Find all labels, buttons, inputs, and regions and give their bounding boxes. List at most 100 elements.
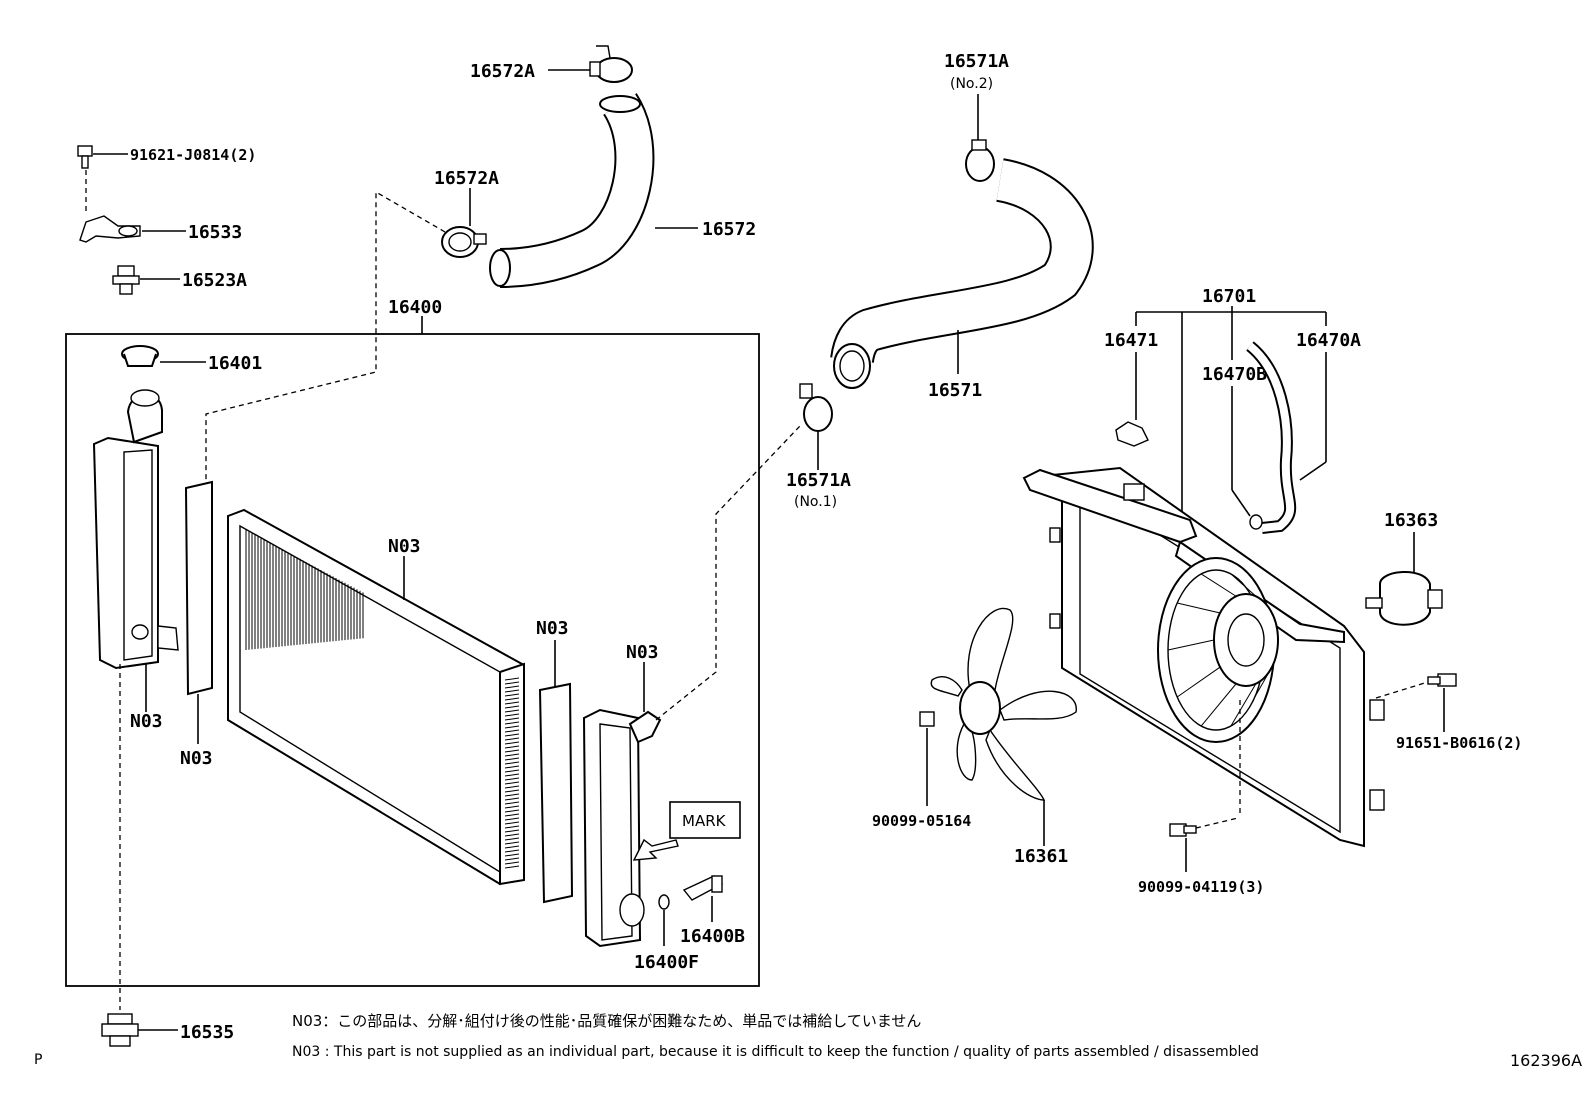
figure-id: 162396A <box>1510 1051 1582 1070</box>
label-hose-a[interactable]: 16470A <box>1296 330 1361 351</box>
label-upper-hose[interactable]: 16572 <box>702 219 756 240</box>
side-fin-line <box>504 717 520 721</box>
label-drain-oring[interactable]: 16400F <box>634 952 699 973</box>
label-mark: MARK <box>682 812 727 830</box>
label-bolt-right[interactable]: 91651-B0616(2) <box>1396 734 1522 752</box>
side-fin-line <box>504 817 520 821</box>
bolt-right[interactable] <box>1427 673 1457 687</box>
side-fin-line <box>504 689 520 693</box>
side-fin-line <box>504 821 520 825</box>
side-fin-line <box>504 793 520 797</box>
right-tank[interactable] <box>582 708 662 948</box>
label-tank-left[interactable]: N03 <box>130 711 163 732</box>
label-radiator-cap[interactable]: 16401 <box>208 353 262 374</box>
label-hose-clip[interactable]: 16471 <box>1104 330 1158 351</box>
nut-left[interactable] <box>919 711 935 727</box>
side-fin-line <box>504 785 520 789</box>
side-fin-line <box>504 737 520 741</box>
label-clamp-no1[interactable]: 16571A <box>786 470 851 491</box>
side-fin-line <box>504 705 520 709</box>
shroud-rib-line <box>1177 602 1221 614</box>
label-radiator-assy[interactable]: 16400 <box>388 297 442 318</box>
bracket-16533[interactable] <box>79 215 141 243</box>
right-seal[interactable] <box>538 682 574 904</box>
side-fin-line <box>504 797 520 801</box>
cushion-16523a[interactable] <box>112 265 140 295</box>
side-fin-line <box>504 741 520 745</box>
label-lower-hose[interactable]: 16571 <box>928 380 982 401</box>
label-hose-clamp-mid[interactable]: 16572A <box>434 168 499 189</box>
side-fin-line <box>504 725 520 729</box>
side-fin-line <box>504 745 520 749</box>
label-bolt-top[interactable]: 91621-J0814(2) <box>130 146 256 164</box>
radiator-assembly-box <box>65 333 760 987</box>
side-fin-line <box>504 813 520 817</box>
fan-shroud[interactable] <box>1022 466 1385 848</box>
label-core[interactable]: N03 <box>388 536 421 557</box>
label-clamp-no2[interactable]: 16571A <box>944 51 1009 72</box>
label-fan[interactable]: 16361 <box>1014 846 1068 867</box>
lower-cushion[interactable] <box>101 1013 139 1047</box>
label-lower-cushion[interactable]: 16535 <box>180 1022 234 1043</box>
side-fin-line <box>504 837 520 841</box>
shroud-rib-line <box>1167 639 1215 651</box>
side-fin-line <box>504 709 520 713</box>
overflow-hose[interactable] <box>1246 341 1297 534</box>
hose-clamp-top[interactable] <box>589 45 633 83</box>
label-hose-clamp-top[interactable]: 16572A <box>470 61 535 82</box>
side-fin-line <box>504 853 520 857</box>
side-fin-line <box>504 681 520 685</box>
upper-radiator-hose[interactable] <box>489 93 655 288</box>
side-fin-line <box>504 845 520 849</box>
bolt-top-left[interactable] <box>77 145 93 169</box>
bolt-bottom[interactable] <box>1169 823 1197 837</box>
label-hose-b[interactable]: 16470B <box>1202 364 1267 385</box>
label-fan-motor[interactable]: 16363 <box>1384 510 1438 531</box>
radiator-core[interactable] <box>227 508 525 886</box>
side-fin-line <box>504 721 520 725</box>
side-fin-line <box>504 809 520 813</box>
hose-clip[interactable] <box>1115 421 1149 447</box>
hose-clamp-mid[interactable] <box>441 226 487 258</box>
label-bracket[interactable]: 16533 <box>188 222 242 243</box>
label-seal-right[interactable]: N03 <box>536 618 569 639</box>
side-fin-line <box>504 833 520 837</box>
page-letter: P <box>34 1052 42 1068</box>
label-clamp-no2-sub: (No.2) <box>950 76 993 92</box>
side-fin-line <box>504 805 520 809</box>
shroud-rib-line <box>1230 573 1257 597</box>
label-drain-cock[interactable]: 16400B <box>680 926 745 947</box>
label-cushion[interactable]: 16523A <box>182 270 247 291</box>
side-fin-line <box>504 677 520 681</box>
drain-oring[interactable] <box>658 894 670 910</box>
label-nut[interactable]: 90099-05164 <box>872 812 971 830</box>
left-seal[interactable] <box>184 480 213 696</box>
label-bolt-bottom[interactable]: 90099-04119(3) <box>1138 878 1264 896</box>
label-seal-left[interactable]: N03 <box>180 748 213 769</box>
cooling-fan[interactable] <box>930 607 1077 801</box>
hose-clamp-no1[interactable] <box>799 383 833 432</box>
side-fin-line <box>504 753 520 757</box>
hose-clamp-no2[interactable] <box>965 139 995 182</box>
side-fin-line <box>504 701 520 705</box>
lower-radiator-hose[interactable] <box>830 158 1094 389</box>
shroud-rib-line <box>1200 573 1237 597</box>
left-tank[interactable] <box>92 389 179 670</box>
side-fin-line <box>504 757 520 761</box>
mark-arrow <box>632 838 679 861</box>
side-fin-line <box>504 829 520 833</box>
side-fin-line <box>504 801 520 805</box>
side-fin-line <box>504 861 520 865</box>
side-fin-line <box>504 765 520 769</box>
fan-motor[interactable] <box>1365 570 1443 626</box>
side-fin-line <box>504 697 520 701</box>
label-tank-right[interactable]: N03 <box>626 642 659 663</box>
label-shroud-group[interactable]: 16701 <box>1202 286 1256 307</box>
radiator-cap[interactable] <box>121 345 159 367</box>
side-fin-line <box>504 749 520 753</box>
side-fin-line <box>504 733 520 737</box>
side-fin-line <box>504 773 520 777</box>
side-fin-line <box>504 825 520 829</box>
drain-cock[interactable] <box>682 875 724 901</box>
